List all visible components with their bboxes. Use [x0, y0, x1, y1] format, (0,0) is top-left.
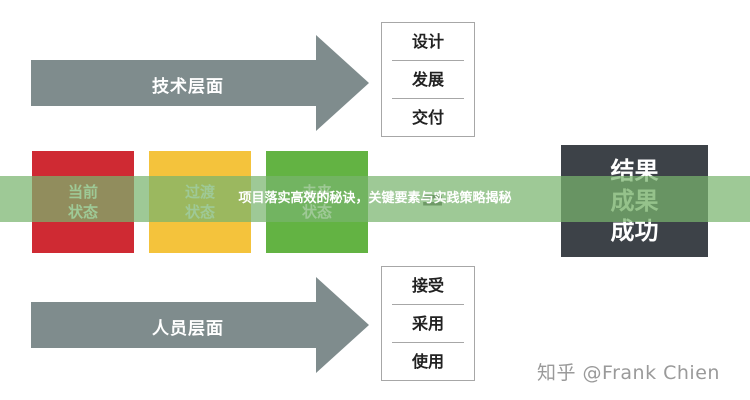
list-item: 交付 [411, 108, 444, 127]
list-item: 发展 [392, 61, 464, 99]
technical-arrow-label: 技术层面 [152, 77, 224, 97]
people-arrow [31, 277, 369, 373]
people-steps-list: 接受 采用 使用 [381, 266, 475, 381]
list-item: 设计 [392, 23, 464, 61]
banner-title: 项目落实高效的秘诀，关键要素与实践策略揭秘 [238, 191, 512, 206]
title-banner [0, 176, 750, 222]
list-item: 采用 [392, 305, 464, 343]
list-item: 接受 [392, 267, 464, 305]
people-arrow-label: 人员层面 [152, 319, 224, 339]
list-item: 使用 [411, 352, 444, 371]
watermark: 知乎 @Frank Chien [537, 362, 720, 384]
technical-arrow [31, 35, 369, 131]
technical-steps-list: 设计 发展 交付 [381, 22, 475, 137]
